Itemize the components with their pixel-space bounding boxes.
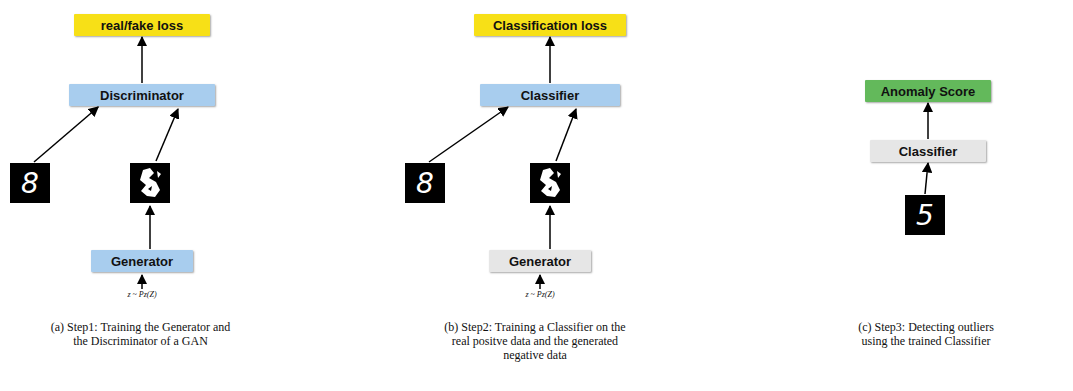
node-text: 8 <box>416 167 434 200</box>
loss-box: real/fake loss <box>74 14 210 36</box>
network-box: Generator <box>91 250 193 272</box>
caption: (c) Step3: Detecting outliers using the … <box>846 320 1006 348</box>
arrow-connector <box>925 163 928 194</box>
node-text: 8 <box>21 167 39 200</box>
arrow-connector <box>549 37 551 83</box>
caption: (a) Step1: Training the Generator and th… <box>48 320 233 348</box>
loss-box: Classification loss <box>474 14 626 36</box>
network-box: Classifier <box>480 84 620 106</box>
generated-image <box>130 163 170 203</box>
network-box: Classifier <box>870 140 986 162</box>
score-box: Anomaly Score <box>865 80 991 102</box>
digit-image: 8 <box>405 163 445 203</box>
arrow-connector <box>34 107 98 162</box>
arrow-connector <box>429 107 508 162</box>
node-text: Anomaly Score <box>881 84 976 99</box>
node-text: Generator <box>111 254 173 269</box>
noise-label: z ~ Pz(Z) <box>500 290 580 299</box>
node-text: Classification loss <box>493 18 607 33</box>
layout-arrows <box>142 109 576 289</box>
digit-image: 8 <box>10 163 50 203</box>
node-text: 5 <box>916 199 934 232</box>
generated-image <box>530 163 570 203</box>
arrow-connector <box>927 103 929 139</box>
noise-label: z ~ Pz(Z) <box>102 290 182 299</box>
network-box: Discriminator <box>69 84 215 106</box>
node-text: Discriminator <box>100 88 184 103</box>
node-text: Generator <box>509 254 571 269</box>
caption: (b) Step2: Training a Classifier on the … <box>435 320 635 362</box>
node-text: Classifier <box>521 88 580 103</box>
digit-image: 5 <box>905 195 945 235</box>
node-text: real/fake loss <box>101 18 183 33</box>
node-text: Classifier <box>899 144 958 159</box>
network-box: Generator <box>489 250 591 272</box>
arrow-connector <box>141 37 143 83</box>
